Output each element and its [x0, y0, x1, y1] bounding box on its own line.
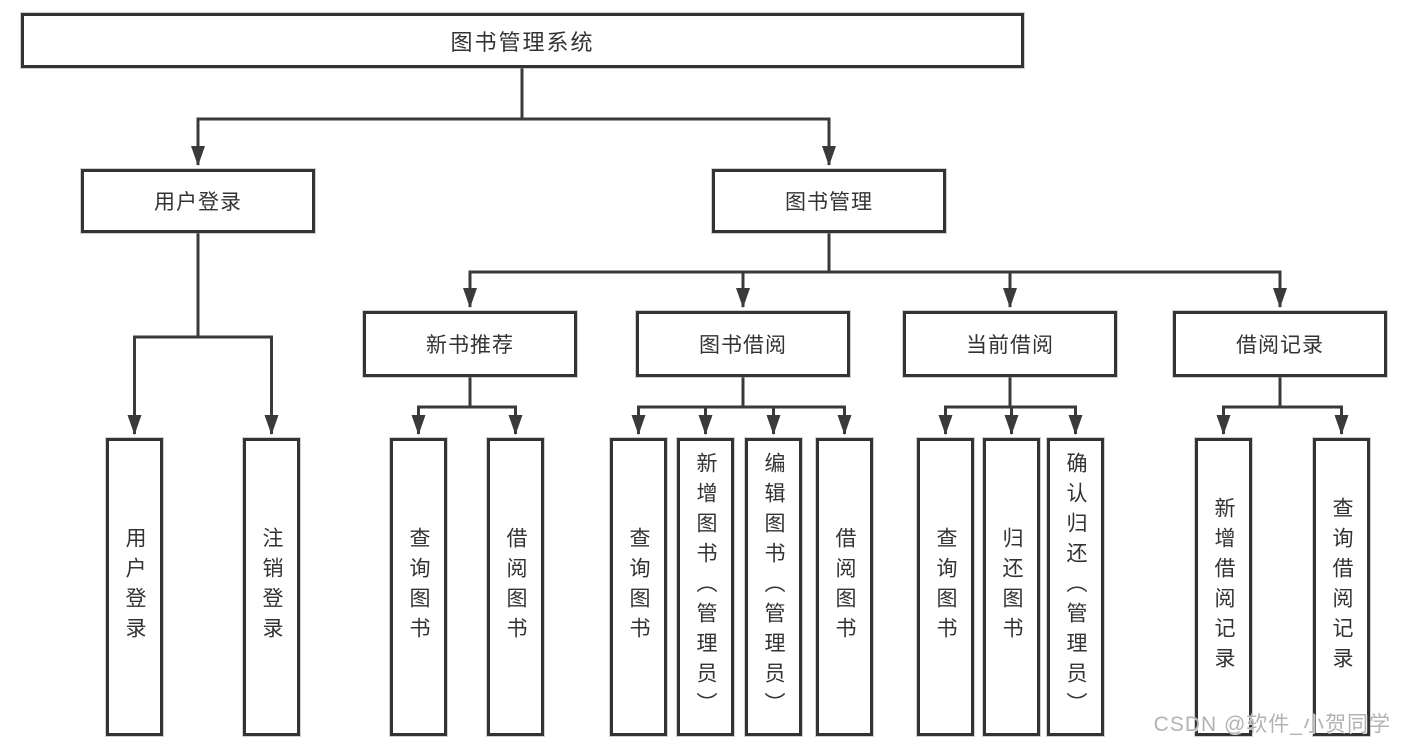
connector-trunks: [133, 68, 1343, 409]
leaf-query-books-borrowing: 查询图书: [610, 438, 667, 736]
node-user-login-branch: 用户登录: [81, 169, 315, 233]
leaf-add-book-admin: 新增图书（管理员）: [677, 438, 734, 736]
node-new-book-recommend: 新书推荐: [363, 311, 577, 377]
leaf-query-borrow-record: 查询借阅记录: [1313, 438, 1370, 736]
node-library-management-system: 图书管理系统: [21, 13, 1024, 68]
node-book-management-branch: 图书管理: [712, 169, 946, 233]
leaf-query-books-recommend: 查询图书: [390, 438, 447, 736]
leaf-borrow-books-recommend: 借阅图书: [487, 438, 544, 736]
leaf-edit-book-admin: 编辑图书（管理员）: [745, 438, 802, 736]
leaf-user-login: 用户登录: [106, 438, 163, 736]
leaf-borrow-books: 借阅图书: [816, 438, 873, 736]
leaf-query-books-current: 查询图书: [917, 438, 974, 736]
node-current-borrowing: 当前借阅: [903, 311, 1117, 377]
leaf-logout: 注销登录: [243, 438, 300, 736]
connector-arrows: [127, 119, 1349, 435]
leaf-return-book: 归还图书: [983, 438, 1040, 736]
node-borrowing-records: 借阅记录: [1173, 311, 1387, 377]
node-book-borrowing: 图书借阅: [636, 311, 850, 377]
leaf-add-borrow-record: 新增借阅记录: [1195, 438, 1252, 736]
leaf-confirm-return-admin: 确认归还（管理员）: [1047, 438, 1104, 736]
